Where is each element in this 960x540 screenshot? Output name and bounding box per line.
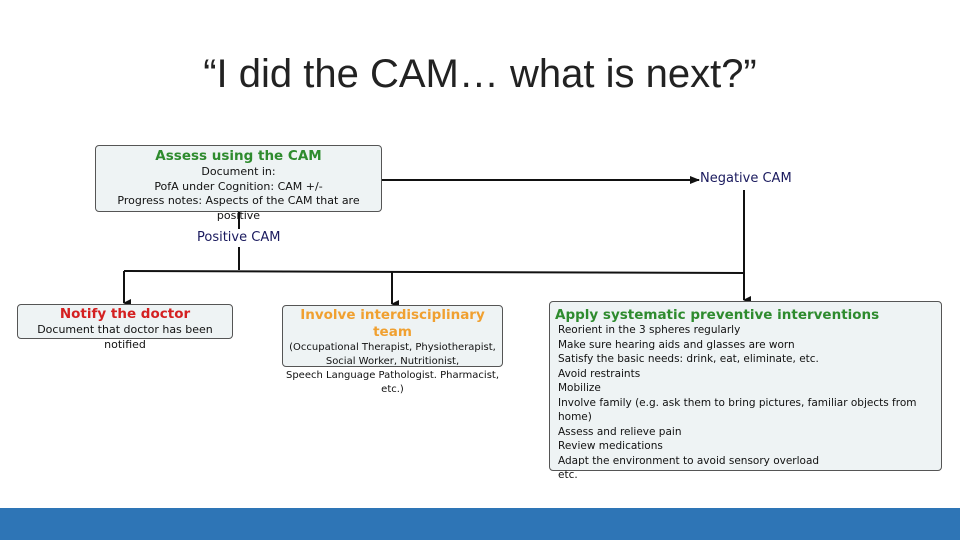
assess-line: Document in: bbox=[201, 165, 276, 178]
team-line: (Occupational Therapist, Physiotherapist… bbox=[289, 342, 496, 353]
assess-line: Progress notes: Aspects of the CAM that … bbox=[117, 194, 360, 222]
apply-line: Reorient in the 3 spheres regularly bbox=[558, 324, 741, 336]
apply-heading: Apply systematic preventive intervention… bbox=[555, 307, 880, 323]
assess-line: PofA under Cognition: CAM +/- bbox=[154, 179, 323, 193]
footer-accent-bar bbox=[0, 508, 960, 540]
notify-box: Notify the doctor Document that doctor h… bbox=[17, 304, 233, 351]
slide-title: “I did the CAM… what is next?” bbox=[203, 52, 757, 96]
positive-cam-label: Positive CAM bbox=[197, 230, 281, 245]
team-box: Involve interdisciplinary team (Occupati… bbox=[282, 305, 503, 395]
notify-line: Document that doctor has been notified bbox=[37, 323, 213, 351]
apply-line: etc. bbox=[558, 469, 578, 481]
team-heading: Involve interdisciplinary team bbox=[300, 307, 485, 340]
apply-line: Make sure hearing aids and glasses are w… bbox=[558, 338, 795, 351]
notify-heading: Notify the doctor bbox=[59, 306, 191, 322]
apply-line: Mobilize bbox=[558, 382, 601, 394]
apply-line: Involve family (e.g. ask them to bring p… bbox=[558, 396, 917, 424]
negative-cam-label: Negative CAM bbox=[700, 171, 792, 186]
apply-line: Assess and relieve pain bbox=[558, 425, 682, 438]
apply-box: Apply systematic preventive intervention… bbox=[549, 301, 942, 481]
apply-line: Adapt the environment to avoid sensory o… bbox=[558, 454, 820, 467]
apply-line: Avoid restraints bbox=[558, 367, 641, 380]
assess-box: Assess using the CAM Document in: PofA u… bbox=[95, 145, 382, 222]
apply-line: Review medications bbox=[558, 440, 663, 452]
team-line: Speech Language Pathologist. Pharmacist,… bbox=[285, 370, 500, 395]
branch-line bbox=[123, 270, 745, 274]
assess-heading: Assess using the CAM bbox=[155, 148, 322, 164]
team-line: Social Worker, Nutritionist, bbox=[325, 356, 460, 367]
apply-line: Satisfy the basic needs: drink, eat, eli… bbox=[558, 353, 819, 365]
